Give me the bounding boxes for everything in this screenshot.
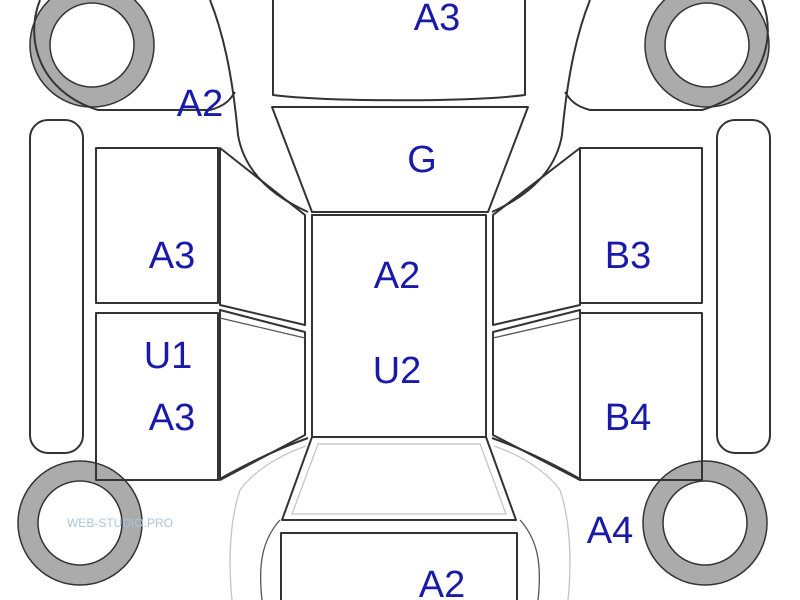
rear-right-ghost-line — [493, 445, 571, 600]
door-rear-right — [579, 312, 703, 481]
window-front-left — [219, 147, 306, 326]
trunk-panel — [280, 532, 518, 600]
watermark: WEB-STUDIO.PRO — [67, 516, 173, 530]
rear-right-inner-line — [519, 519, 541, 600]
rear-left-inner-line — [259, 519, 281, 600]
hood-panel — [272, 0, 526, 102]
label-trunk: A2 — [419, 564, 465, 600]
front-right-fender-line — [491, 0, 591, 213]
window-rear-left — [219, 309, 306, 481]
label-rear-left-door-bottom: A3 — [149, 397, 195, 439]
door-front-left — [95, 147, 219, 304]
roof-panel — [311, 214, 487, 438]
rear-left-body-line — [217, 437, 309, 481]
rear-right-body-line — [491, 437, 583, 481]
rear-window-panel — [281, 436, 517, 521]
wheel-front-left — [29, 0, 155, 108]
door-rear-left — [95, 312, 219, 481]
label-hood: A3 — [414, 0, 460, 39]
label-rear-right-door: B4 — [605, 397, 651, 439]
window-divider-right — [492, 317, 581, 339]
sill-right — [716, 119, 771, 454]
wheel-rear-right — [642, 460, 768, 586]
label-windshield: G — [407, 139, 437, 181]
body-outline-front-left — [33, 0, 236, 111]
rear-window-inner-line — [291, 443, 507, 515]
wheel-rear-left — [17, 460, 143, 586]
label-front-right-door: B3 — [605, 235, 651, 277]
body-outline-front-right — [564, 0, 769, 111]
wheel-front-right — [644, 0, 770, 108]
window-divider-left — [219, 317, 306, 339]
label-rear-left-door-top: U1 — [144, 335, 193, 377]
label-front-left-fender: A2 — [177, 83, 223, 125]
door-front-right — [579, 147, 703, 304]
front-left-fender-line — [209, 0, 309, 213]
sill-left — [29, 119, 84, 454]
window-front-right — [492, 147, 581, 326]
label-roof-bottom: U2 — [373, 350, 422, 392]
label-roof-top: A2 — [374, 255, 420, 297]
windshield-panel — [271, 106, 529, 213]
label-front-left-door: A3 — [149, 235, 195, 277]
label-rear-right-fender: A4 — [587, 510, 633, 552]
rear-left-ghost-line — [229, 445, 307, 600]
